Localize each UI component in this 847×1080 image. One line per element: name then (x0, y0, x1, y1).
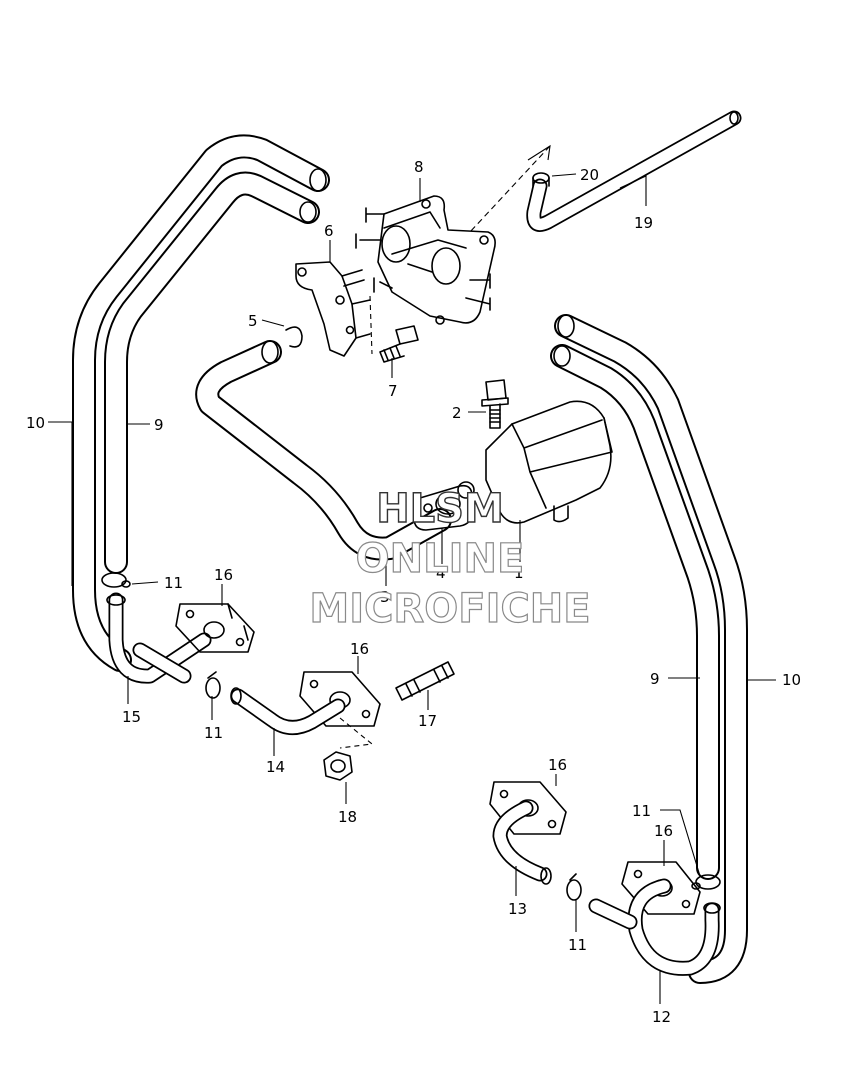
clamp-11-c[interactable] (566, 873, 582, 901)
callout-9-right: 9 (650, 670, 660, 688)
clip-5[interactable] (285, 326, 303, 348)
callout-10-left: 10 (26, 414, 45, 432)
hose-10-right[interactable] (554, 314, 748, 984)
callout-18: 18 (338, 808, 357, 826)
hose-9-right[interactable] (550, 344, 720, 880)
watermark: HLSM ONLINE MICROFICHE (309, 485, 591, 632)
callout-11-c: 11 (568, 936, 587, 954)
callout-19: 19 (634, 214, 653, 232)
callout-5: 5 (248, 312, 258, 330)
callout-17: 17 (418, 712, 437, 730)
callout-9-left: 9 (154, 416, 164, 434)
hose-9-left[interactable] (104, 171, 320, 574)
callout-16-d: 16 (654, 822, 673, 840)
callout-4: 4 (436, 564, 446, 582)
bracket-6[interactable] (295, 261, 371, 357)
bolt-2[interactable] (481, 379, 509, 429)
callout-11-d: 11 (632, 802, 651, 820)
callout-14: 14 (266, 758, 285, 776)
watermark-line-1: HLSM (376, 486, 504, 532)
callout-7: 7 (388, 382, 398, 400)
case-1[interactable] (485, 400, 613, 524)
hose-3[interactable] (195, 340, 452, 561)
clamp-11-a[interactable] (101, 572, 131, 588)
callout-3: 3 (380, 588, 390, 606)
watermark-line-2: ONLINE (356, 536, 525, 582)
callout-16-c: 16 (548, 756, 567, 774)
hose-15[interactable] (106, 592, 212, 684)
callout-10-right: 10 (782, 671, 801, 689)
callout-11-b: 11 (204, 724, 223, 742)
callout-11-a: 11 (164, 574, 183, 592)
callout-15: 15 (122, 708, 141, 726)
callout-12: 12 (652, 1008, 671, 1026)
valve-8[interactable] (355, 195, 496, 325)
hose-19[interactable] (526, 110, 742, 232)
callout-2: 2 (452, 404, 462, 422)
reed-plate-16-a[interactable] (175, 603, 255, 653)
clamp-11-b[interactable] (205, 671, 221, 699)
callout-1: 1 (514, 564, 524, 582)
callout-8: 8 (414, 158, 424, 176)
hose-14[interactable] (230, 687, 346, 735)
callout-6: 6 (324, 222, 334, 240)
clip-20[interactable] (532, 172, 550, 187)
callout-20: 20 (580, 166, 599, 184)
callout-16-a: 16 (214, 566, 233, 584)
stud-17[interactable] (395, 661, 455, 701)
clamp-11-d[interactable] (691, 874, 721, 890)
hose-12[interactable] (588, 878, 721, 976)
hose-10-left[interactable] (72, 134, 330, 672)
nut-18[interactable] (323, 751, 353, 781)
bolt-7[interactable] (379, 325, 419, 363)
callout-13: 13 (508, 900, 527, 918)
hose-13[interactable] (492, 800, 552, 885)
watermark-line-3: MICROFICHE (309, 586, 590, 632)
gasket-4[interactable] (413, 481, 475, 531)
callout-16-b: 16 (350, 640, 369, 658)
